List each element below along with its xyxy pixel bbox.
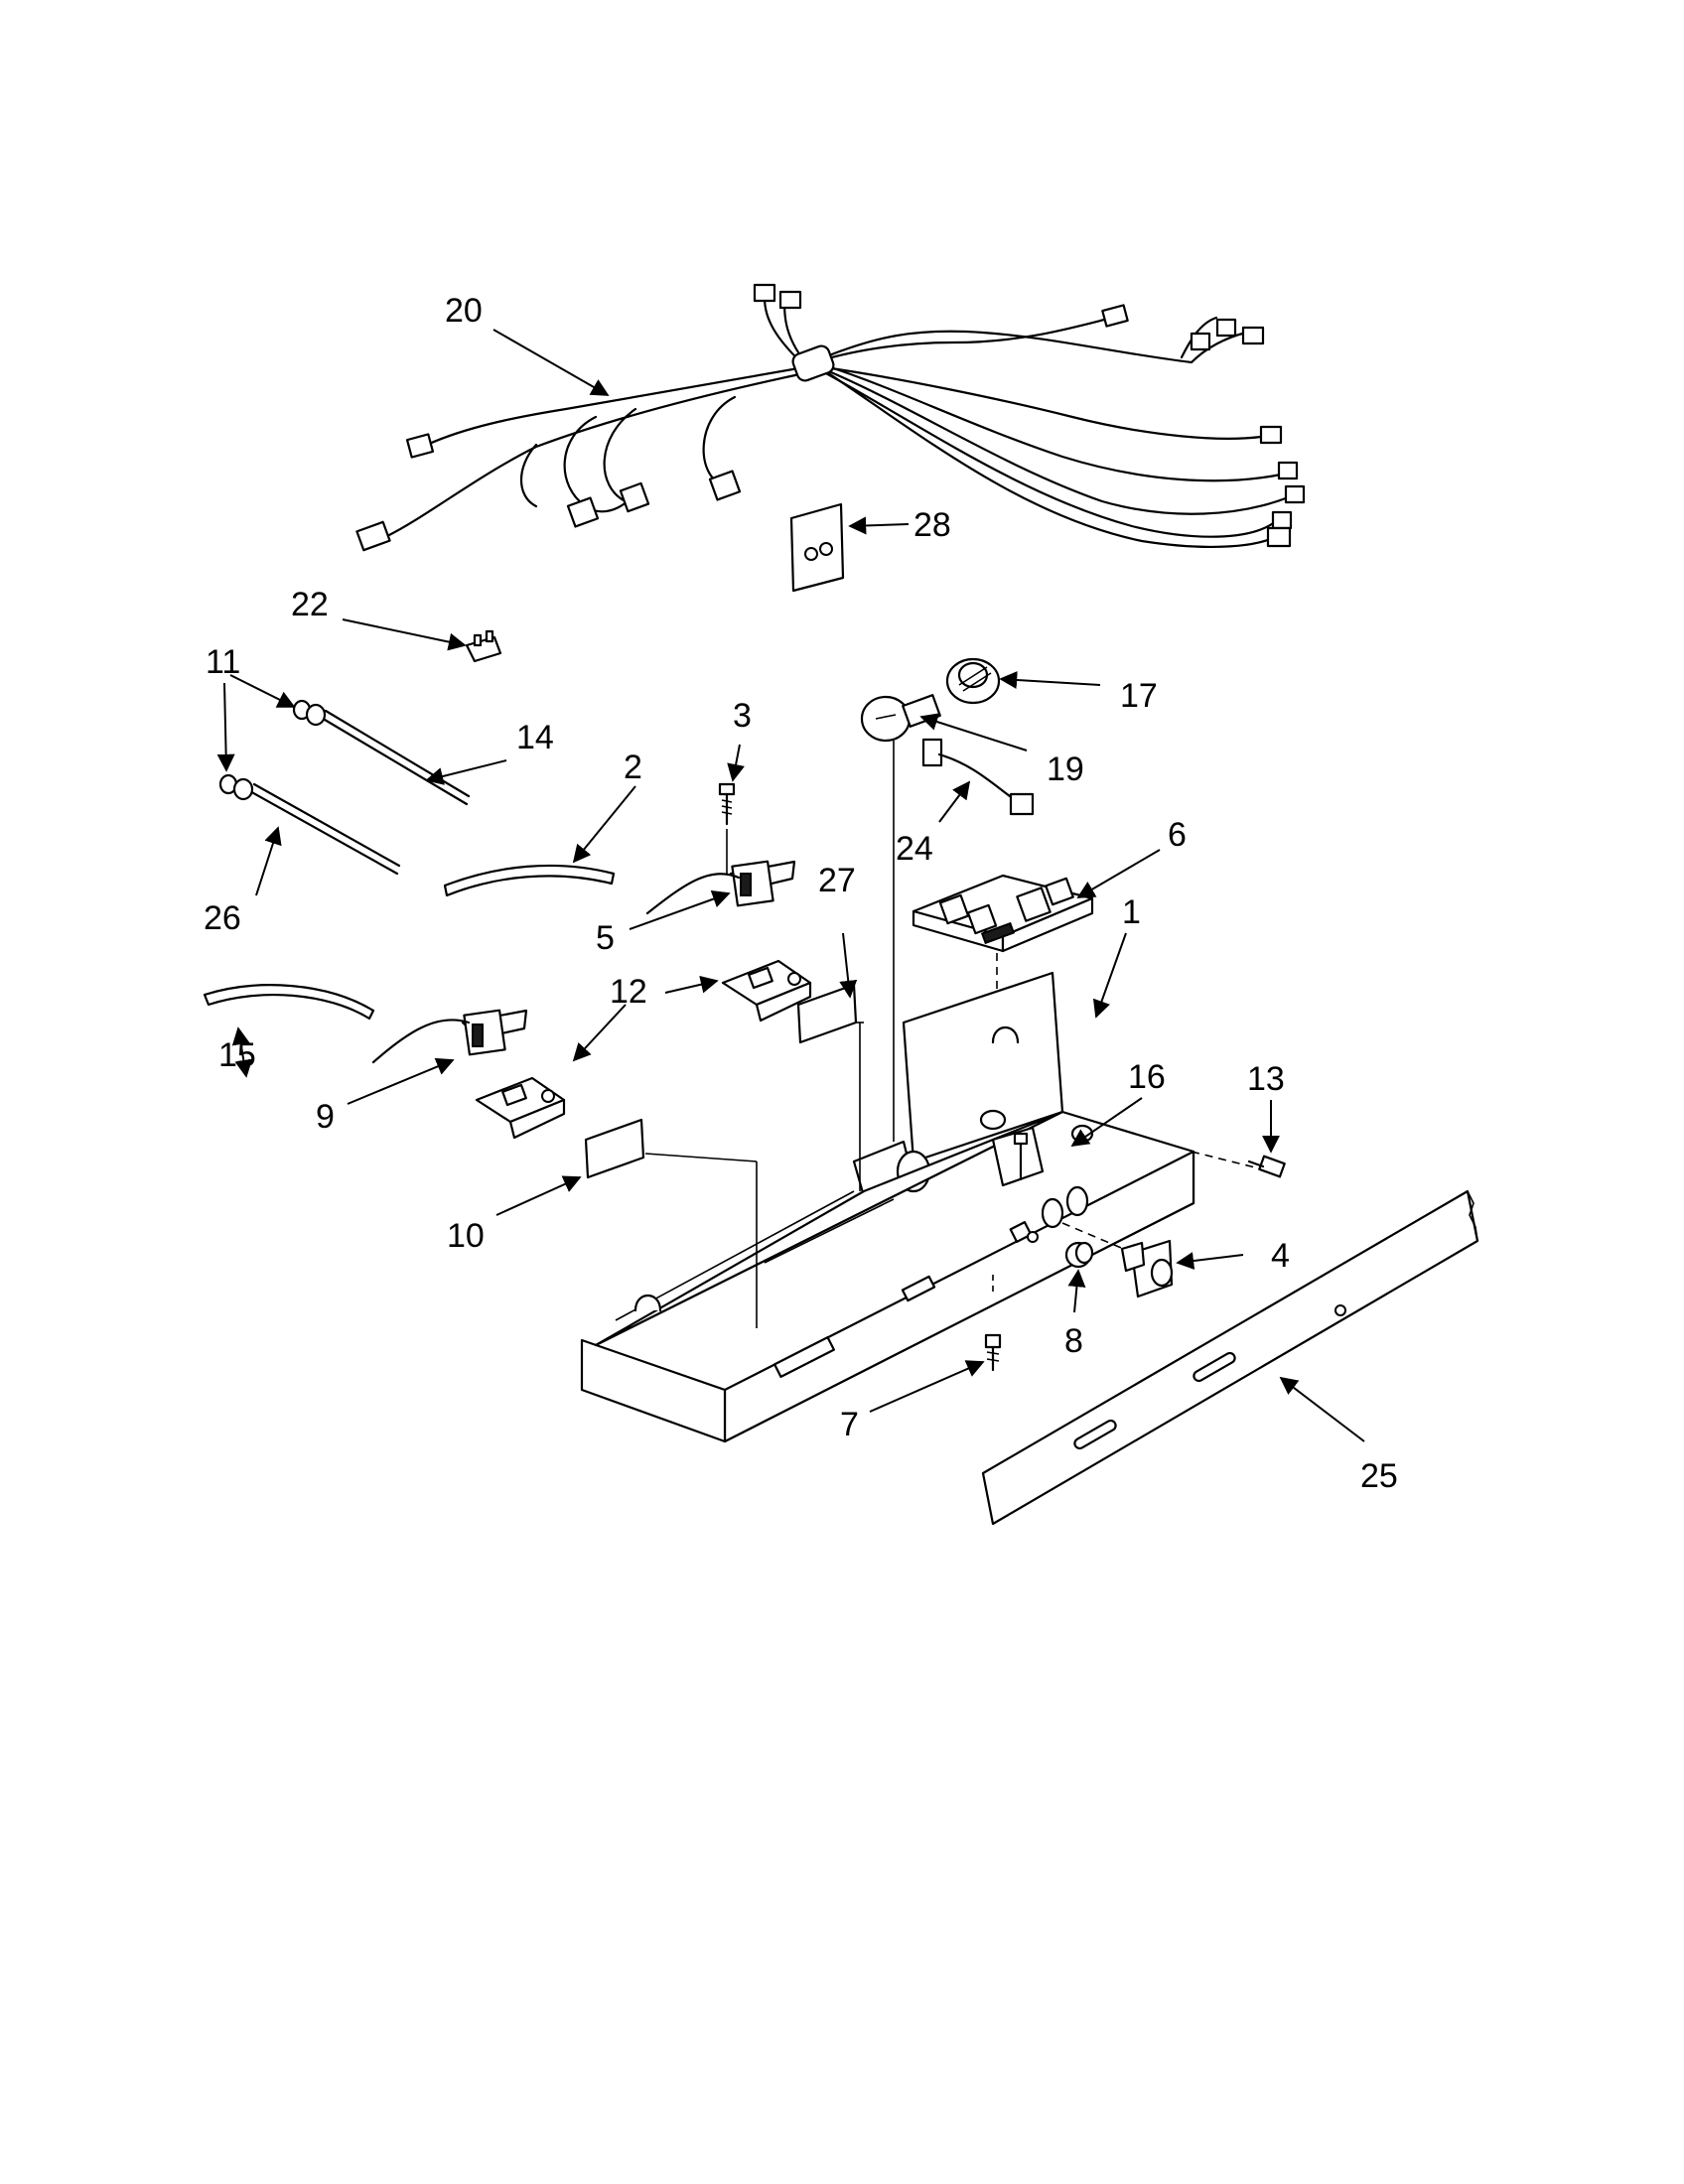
callout-3: 3 <box>733 697 752 735</box>
callout-13: 13 <box>1247 1060 1285 1098</box>
switch-part-4 <box>1120 1239 1174 1298</box>
trim-part-25 <box>981 1189 1479 1526</box>
plug-part-8 <box>1064 1241 1094 1269</box>
callout-24: 24 <box>896 830 933 868</box>
callout-8: 8 <box>1064 1322 1083 1360</box>
callout-15: 15 <box>218 1036 256 1074</box>
callout-19: 19 <box>1047 751 1084 788</box>
callout-27: 27 <box>818 862 856 899</box>
callout-28: 28 <box>913 506 951 544</box>
wiring-harness-part-20 <box>355 283 1306 552</box>
bracket-part-12-upper <box>721 959 812 1023</box>
callout-17: 17 <box>1120 677 1158 715</box>
callout-20: 20 <box>445 292 483 330</box>
callout-7: 7 <box>840 1406 859 1443</box>
callout-25: 25 <box>1360 1457 1398 1495</box>
hose-part-15 <box>203 984 375 1021</box>
hose-part-2 <box>443 864 616 897</box>
socket-part-17 <box>945 657 1001 705</box>
switch-part-9 <box>371 1009 528 1064</box>
clip-part-22 <box>465 629 502 663</box>
callout-5: 5 <box>596 919 615 957</box>
grommet-part-16 <box>979 1109 1007 1131</box>
callout-2: 2 <box>624 749 642 786</box>
callout-1: 1 <box>1122 893 1141 931</box>
callout-26: 26 <box>204 899 241 937</box>
cover-plate-part-28 <box>789 502 845 593</box>
screw-part-7 <box>984 1333 1002 1372</box>
screw-part-3 <box>718 782 736 874</box>
tube-part-14 <box>292 699 471 806</box>
callout-labels: 20 28 22 11 14 3 2 17 19 24 6 27 26 5 1 … <box>204 292 1398 1495</box>
callout-12: 12 <box>610 973 647 1011</box>
bulb-part-19 <box>860 694 941 743</box>
callout-10: 10 <box>447 1217 485 1255</box>
callout-14: 14 <box>516 719 554 756</box>
control-housing-part-1 <box>580 971 1272 1443</box>
switch-part-5 <box>645 860 796 915</box>
callout-11: 11 <box>206 643 240 681</box>
bracket-part-12-lower <box>475 1076 566 1140</box>
callout-16: 16 <box>1128 1058 1166 1096</box>
label-part-10 <box>584 1118 645 1179</box>
callout-6: 6 <box>1168 816 1187 854</box>
leader-lines <box>216 329 1365 1442</box>
callout-22: 22 <box>291 586 329 623</box>
tube-part-26 <box>218 773 401 876</box>
callout-4: 4 <box>1271 1237 1290 1275</box>
wire-harness-part-24 <box>893 738 1035 1142</box>
screw-part-13 <box>1247 1155 1286 1178</box>
callout-9: 9 <box>316 1098 335 1136</box>
